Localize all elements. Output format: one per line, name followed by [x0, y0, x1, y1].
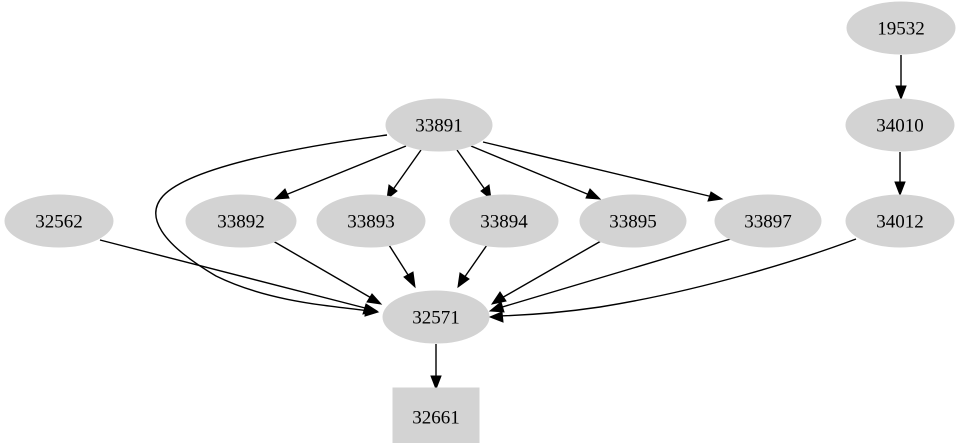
edge-line — [155, 134, 388, 312]
arrowhead-icon — [480, 184, 492, 201]
edge-line — [470, 145, 593, 197]
graph-node-33897[interactable]: 33897 — [714, 194, 822, 248]
arrowhead-icon — [488, 311, 504, 323]
edge-32571-32661 — [430, 344, 442, 391]
graph-node-33893[interactable]: 33893 — [316, 194, 426, 248]
graph-node-33895[interactable]: 33895 — [579, 194, 687, 248]
edge-line — [463, 244, 488, 279]
edge-line — [391, 149, 422, 192]
edge-33897-32571 — [488, 237, 735, 313]
node-ellipse-shape[interactable] — [846, 1, 956, 55]
edge-33891-33893 — [386, 149, 422, 201]
edge-line — [388, 244, 411, 279]
arrowhead-icon — [403, 271, 416, 289]
arrowhead-icon — [894, 181, 906, 197]
graph-node-32571[interactable]: 32571 — [382, 290, 490, 344]
arrowhead-icon — [386, 184, 398, 201]
graph-node-34010[interactable]: 34010 — [845, 98, 955, 152]
edge-33893-32571 — [388, 244, 416, 289]
edge-line — [497, 238, 857, 317]
arrowhead-icon — [585, 188, 602, 200]
node-ellipse-shape[interactable] — [382, 290, 490, 344]
node-ellipse-shape[interactable] — [185, 194, 297, 248]
graph-node-33892[interactable]: 33892 — [185, 194, 297, 248]
graph-node-33891[interactable]: 33891 — [385, 98, 493, 152]
node-ellipse-shape[interactable] — [845, 98, 955, 152]
node-ellipse-shape[interactable] — [579, 194, 687, 248]
edge-line — [456, 149, 487, 192]
edge-33891-33895 — [470, 145, 602, 200]
edge-33892-32571 — [272, 240, 383, 305]
arrowhead-icon — [490, 291, 507, 305]
graph-node-19532[interactable]: 19532 — [846, 1, 956, 55]
edge-33891-33897 — [482, 141, 724, 202]
arrowhead-icon — [362, 303, 379, 315]
node-ellipse-shape[interactable] — [385, 98, 493, 152]
edge-33891-33892 — [273, 145, 407, 200]
arrowhead-icon — [366, 293, 383, 305]
arrowhead-icon — [488, 301, 505, 313]
edge-34012-32571 — [488, 238, 857, 323]
edge-line — [272, 240, 374, 300]
edge-line — [499, 240, 602, 300]
edge-32562-32571 — [99, 239, 379, 315]
node-ellipse-shape[interactable] — [4, 194, 114, 248]
edge-line — [498, 237, 735, 309]
node-ellipse-shape[interactable] — [845, 194, 955, 248]
arrowhead-icon — [273, 188, 290, 200]
edge-33891-33894 — [456, 149, 492, 201]
edge-33894-32571 — [457, 244, 488, 289]
arrowhead-icon — [707, 191, 724, 202]
edges-layer — [99, 55, 907, 391]
node-ellipse-shape[interactable] — [449, 194, 559, 248]
arrowhead-icon — [430, 375, 442, 391]
graph-node-32562[interactable]: 32562 — [4, 194, 114, 248]
arrowhead-icon — [457, 272, 470, 289]
edge-line — [482, 141, 714, 198]
arrowhead-icon — [895, 85, 907, 101]
node-ellipse-shape[interactable] — [714, 194, 822, 248]
edge-33895-32571 — [490, 240, 602, 305]
edge-line — [99, 239, 370, 310]
graph-node-34012[interactable]: 34012 — [845, 194, 955, 248]
edge-34010-34012 — [894, 152, 906, 197]
graph-node-32661[interactable]: 32661 — [392, 387, 480, 443]
node-ellipse-shape[interactable] — [316, 194, 426, 248]
nodes-layer: 19532 34010 33891 32562 33892 33893 33894 33895… — [4, 1, 956, 443]
node-box-shape[interactable] — [392, 387, 480, 443]
edge-line — [282, 145, 407, 197]
graph-node-33894[interactable]: 33894 — [449, 194, 559, 248]
edge-19532-34010 — [895, 55, 907, 101]
